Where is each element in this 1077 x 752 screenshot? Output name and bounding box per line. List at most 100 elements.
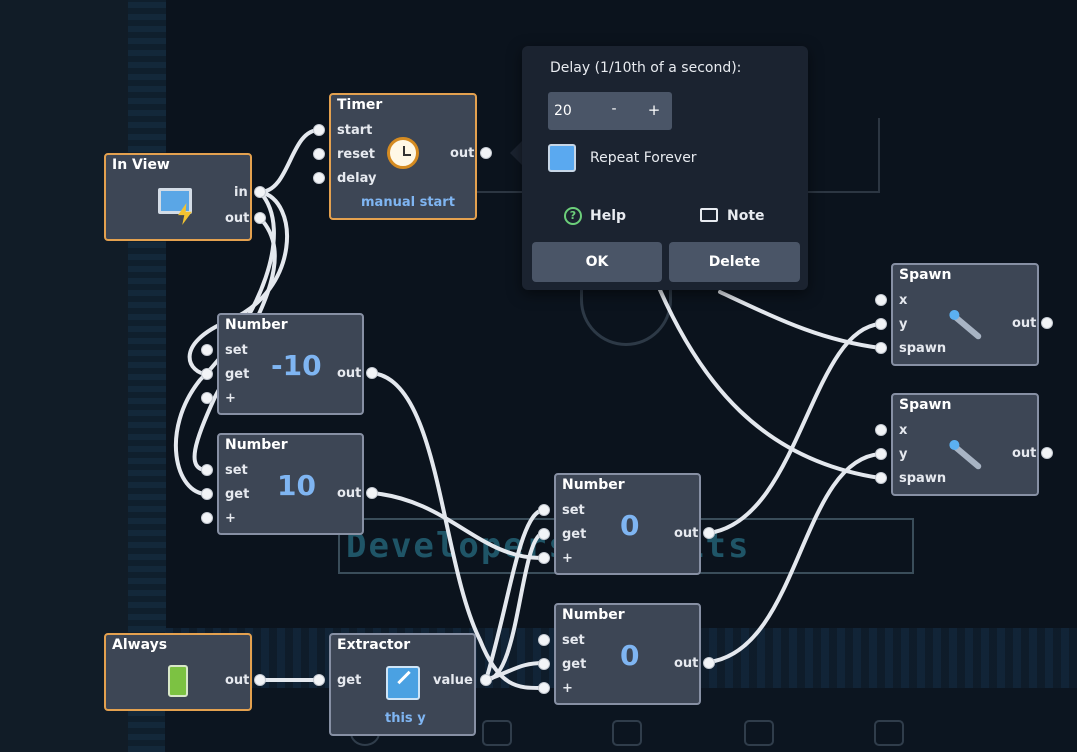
question-icon[interactable]: ? [564, 207, 582, 225]
number-value: 0 [620, 639, 640, 672]
note-icon[interactable] [700, 208, 718, 222]
port-label-out: out [674, 656, 699, 671]
node-number-1[interactable]: Number set get + -10 out [217, 313, 364, 415]
port-label-get: get [562, 527, 587, 542]
node-number-4[interactable]: Number set get + 0 out [554, 603, 701, 705]
number-value: 0 [620, 509, 640, 542]
ok-button[interactable]: OK [532, 242, 662, 282]
port-label-out: out [225, 211, 250, 226]
port-in-view-out[interactable] [254, 212, 266, 224]
port-spawn2-x[interactable] [875, 424, 887, 436]
node-always[interactable]: Always out [104, 633, 252, 711]
delay-stepper: 20 - + [548, 92, 672, 130]
delete-button[interactable]: Delete [669, 242, 800, 282]
number-value: -10 [271, 349, 322, 382]
port-timer-out[interactable] [480, 147, 492, 159]
port-number4-out[interactable] [703, 657, 715, 669]
port-label-x: x [899, 293, 908, 308]
port-number4-plus[interactable] [538, 682, 550, 694]
repeat-forever-checkbox[interactable] [548, 144, 576, 172]
port-number2-plus[interactable] [201, 512, 213, 524]
arrow-out-icon [386, 666, 420, 700]
repeat-forever-label: Repeat Forever [590, 150, 697, 166]
node-title: Number [562, 607, 625, 623]
port-label-delay: delay [337, 171, 377, 186]
monitor-icon [158, 188, 192, 214]
node-title: Always [112, 637, 168, 653]
port-number2-get[interactable] [201, 488, 213, 500]
bottom-toolbar-image-icon[interactable] [612, 720, 642, 746]
port-label-out: out [337, 366, 362, 381]
node-title: Timer [337, 97, 383, 113]
port-number1-plus[interactable] [201, 392, 213, 404]
port-number1-get[interactable] [201, 368, 213, 380]
port-label-plus: + [225, 511, 236, 526]
magic-wand-icon [949, 311, 983, 341]
number-value: 10 [277, 469, 316, 502]
port-label-set: set [562, 633, 585, 648]
port-spawn1-out[interactable] [1041, 317, 1053, 329]
bottom-toolbar-layers-icon[interactable] [744, 720, 774, 746]
port-label-set: set [225, 463, 248, 478]
port-spawn2-out[interactable] [1041, 447, 1053, 459]
port-in-view-in[interactable] [254, 186, 266, 198]
port-label-get: get [225, 487, 250, 502]
node-extractor[interactable]: Extractor get value this y [329, 633, 476, 736]
timer-settings-popup: Delay (1/10th of a second): 20 - + Repea… [522, 46, 808, 290]
delay-value[interactable]: 20 [554, 103, 572, 119]
popup-caret [510, 141, 522, 165]
port-spawn2-y[interactable] [875, 448, 887, 460]
timer-mode-label: manual start [361, 195, 455, 210]
port-timer-start[interactable] [313, 124, 325, 136]
bottom-toolbar-cube-icon[interactable] [482, 720, 512, 746]
node-title: Number [225, 317, 288, 333]
port-spawn1-spawn[interactable] [875, 342, 887, 354]
port-number3-set[interactable] [538, 504, 550, 516]
port-label-set: set [562, 503, 585, 518]
port-label-y: y [899, 447, 908, 462]
help-button[interactable]: Help [590, 208, 627, 224]
port-number4-set[interactable] [538, 634, 550, 646]
port-spawn1-y[interactable] [875, 318, 887, 330]
bottom-toolbar-sliders-icon[interactable] [874, 720, 904, 746]
node-spawn-2[interactable]: Spawn x y spawn out [891, 393, 1039, 496]
port-timer-delay[interactable] [313, 172, 325, 184]
port-spawn1-x[interactable] [875, 294, 887, 306]
port-label-reset: reset [337, 147, 375, 162]
node-title: In View [112, 157, 170, 173]
alarm-clock-icon [387, 137, 419, 169]
note-button[interactable]: Note [727, 208, 765, 224]
port-number3-get[interactable] [538, 528, 550, 540]
port-spawn2-spawn[interactable] [875, 472, 887, 484]
port-number1-out[interactable] [366, 367, 378, 379]
port-number2-out[interactable] [366, 487, 378, 499]
node-number-3[interactable]: Number set get + 0 out [554, 473, 701, 575]
wire-number3-spawn1-y [707, 322, 882, 535]
canvas-wall-pattern [128, 0, 166, 752]
battery-icon [168, 665, 188, 697]
port-number3-out[interactable] [703, 527, 715, 539]
port-extractor-value[interactable] [480, 674, 492, 686]
port-label-x: x [899, 423, 908, 438]
wire-inview-timer-start [258, 128, 321, 194]
port-number1-set[interactable] [201, 344, 213, 356]
wire-timer-spawn2 [658, 288, 882, 480]
port-label-get: get [225, 367, 250, 382]
port-label-out: out [450, 146, 475, 161]
port-label-out: out [674, 526, 699, 541]
extractor-target-label: this y [385, 711, 426, 726]
port-extractor-get[interactable] [313, 674, 325, 686]
port-always-out[interactable] [254, 674, 266, 686]
delay-decrement-button[interactable]: - [611, 101, 617, 117]
node-spawn-1[interactable]: Spawn x y spawn out [891, 263, 1039, 366]
port-number4-get[interactable] [538, 658, 550, 670]
port-number2-set[interactable] [201, 464, 213, 476]
port-label-out: out [225, 673, 250, 688]
delay-increment-button[interactable]: + [647, 101, 661, 119]
port-number3-plus[interactable] [538, 552, 550, 564]
node-number-2[interactable]: Number set get + 10 out [217, 433, 364, 535]
node-timer[interactable]: Timer start reset delay out manual start [329, 93, 477, 220]
node-title: Number [562, 477, 625, 493]
port-timer-reset[interactable] [313, 148, 325, 160]
node-in-view[interactable]: In View in out [104, 153, 252, 241]
